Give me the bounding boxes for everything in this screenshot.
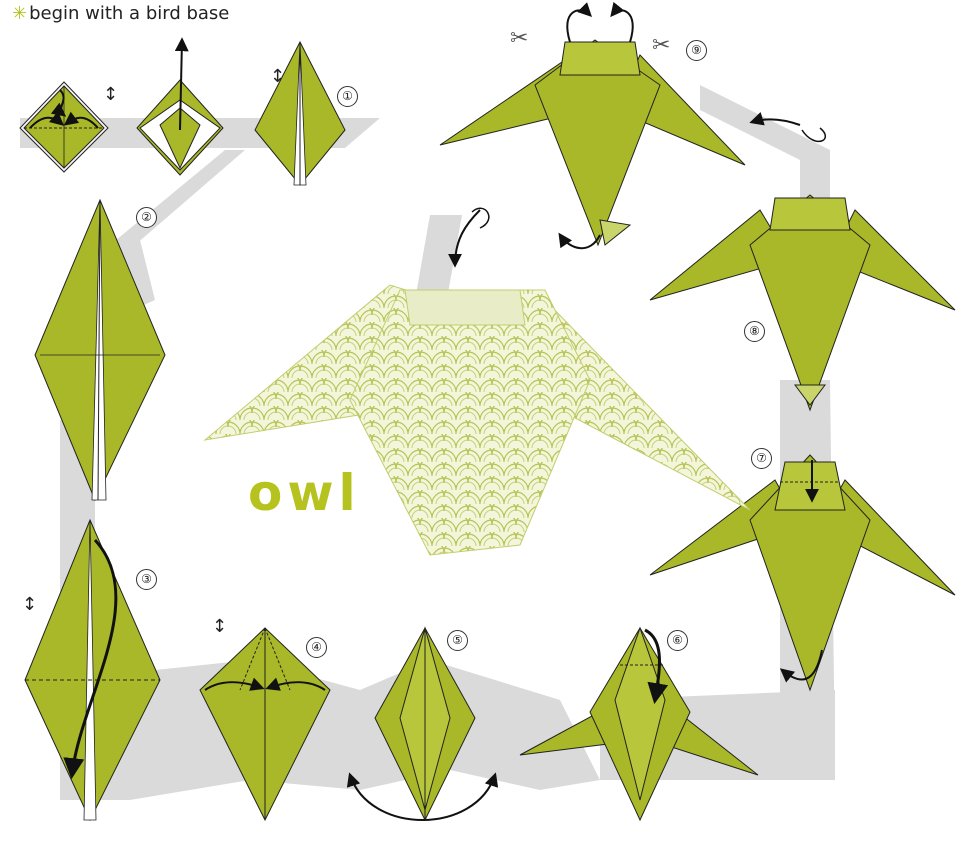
svg-text:↕: ↕ bbox=[103, 84, 118, 105]
intro-note: ✳begin with a bird base bbox=[12, 3, 229, 24]
step-number-5: ⑤ bbox=[447, 630, 468, 651]
svg-text:↕: ↕ bbox=[22, 594, 37, 615]
bird-base-step-a: ↕ bbox=[20, 82, 118, 172]
model-title: owl bbox=[248, 468, 361, 518]
svg-text:↕: ↕ bbox=[270, 66, 285, 87]
svg-text:✂: ✂ bbox=[652, 33, 670, 58]
step-7-diagram bbox=[650, 455, 955, 690]
svg-text:✂: ✂ bbox=[510, 26, 528, 51]
step-number-1: ① bbox=[337, 86, 358, 107]
step-number-6: ⑥ bbox=[667, 630, 688, 651]
bird-base-step-b bbox=[137, 40, 223, 175]
step-number-9: ⑨ bbox=[686, 40, 707, 61]
step-number-3: ③ bbox=[136, 569, 157, 590]
bird-base-step-c: ↕ bbox=[255, 42, 345, 185]
step-8-diagram bbox=[650, 195, 955, 410]
svg-text:↕: ↕ bbox=[212, 616, 227, 637]
step-number-2: ② bbox=[136, 207, 157, 228]
step-2-diagram bbox=[35, 200, 165, 500]
step-number-8: ⑧ bbox=[744, 321, 765, 342]
intro-text: begin with a bird base bbox=[29, 3, 229, 24]
step-number-4: ④ bbox=[306, 637, 327, 658]
step-number-7: ⑦ bbox=[751, 448, 772, 469]
asterisk-icon: ✳ bbox=[12, 3, 27, 24]
